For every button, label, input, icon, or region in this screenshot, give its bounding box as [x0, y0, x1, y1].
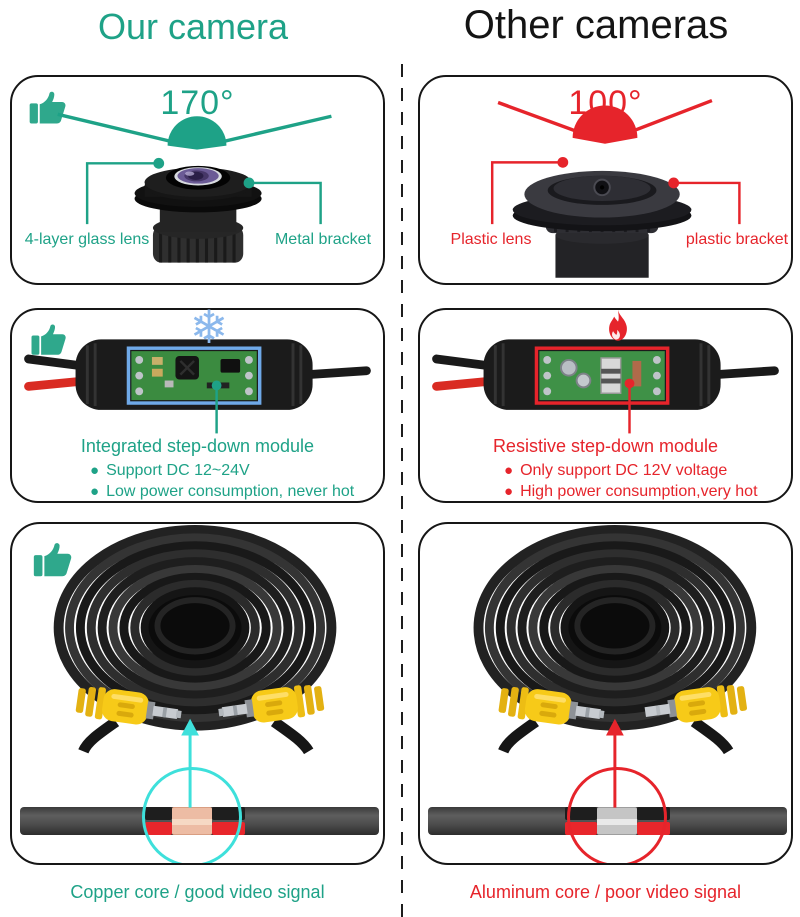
bullet-text: Only support DC 12V voltage	[520, 462, 728, 479]
thumbs-up-icon	[33, 543, 72, 577]
rca-connector	[218, 685, 325, 723]
bullet-item: ● High power consumption,very hot	[504, 481, 758, 502]
other-cameras-title: Other cameras	[463, 3, 729, 47]
cable-coil-photo	[473, 524, 757, 755]
bullet-item: ● Low power consumption, never hot	[90, 481, 354, 502]
module-photo-others	[432, 339, 779, 434]
panel-cable-others	[418, 522, 793, 865]
angle-graphic-others	[490, 98, 741, 278]
fire-icon	[609, 309, 627, 341]
module-title: Integrated step-down module	[80, 436, 315, 456]
angle-arc	[572, 105, 638, 144]
bullet-dot: ●	[504, 483, 514, 501]
panel-viewing-angle-ours: 170°	[10, 75, 385, 285]
bullet-dot: ●	[504, 462, 514, 479]
module-title: Resistive step-down module	[492, 436, 719, 456]
module-bullets: ● Support DC 12~24V ● Low power consumpt…	[90, 460, 354, 502]
module-photo-ours	[24, 339, 371, 434]
angle-arc	[167, 116, 227, 150]
snowflake-icon: ❄	[189, 301, 229, 353]
angle-value: 170°	[160, 84, 235, 122]
bracket-label: plastic bracket	[685, 231, 789, 248]
bullet-item: ● Support DC 12~24V	[90, 460, 354, 481]
camera-photo-ours	[134, 165, 262, 263]
cable-coil-photo	[53, 524, 337, 755]
rca-connector	[644, 685, 748, 723]
thumbs-up-icon	[31, 324, 66, 355]
bullet-text: Support DC 12~24V	[106, 462, 250, 479]
angle-graphic-ours	[57, 112, 332, 263]
rca-connector	[498, 687, 605, 725]
bullet-text: High power consumption,very hot	[520, 483, 758, 501]
magnifier-circle	[567, 767, 667, 863]
bullet-item: ● Only support DC 12V voltage	[504, 460, 758, 481]
panel-viewing-angle-others: 100°	[418, 75, 793, 285]
panel-module-ours: ❄	[10, 304, 385, 503]
lens-label: 4-layer glass lens	[24, 231, 150, 248]
camera-photo-others	[512, 170, 692, 278]
bullet-dot: ●	[90, 462, 100, 479]
bullet-text: Low power consumption, never hot	[106, 483, 355, 501]
lens-label: Plastic lens	[450, 231, 532, 248]
center-dashed-divider	[401, 64, 403, 917]
module-bullets: ● Only support DC 12V voltage ● High pow…	[504, 460, 758, 502]
bullet-dot: ●	[90, 483, 100, 501]
rca-connector	[75, 687, 182, 725]
magnifier-circle	[142, 767, 242, 863]
our-camera-title: Our camera	[97, 6, 289, 47]
aluminum-core-caption: Aluminum core / poor video signal	[469, 882, 742, 902]
bracket-label: Metal bracket	[274, 231, 372, 248]
copper-core-caption: Copper core / good video signal	[70, 882, 325, 902]
pcb-highlight-frame	[534, 346, 670, 405]
panel-cable-ours	[10, 522, 385, 865]
panel-module-others: Resistive step-down module ● Only suppor…	[418, 308, 793, 503]
pcb-highlight-frame	[126, 346, 262, 405]
